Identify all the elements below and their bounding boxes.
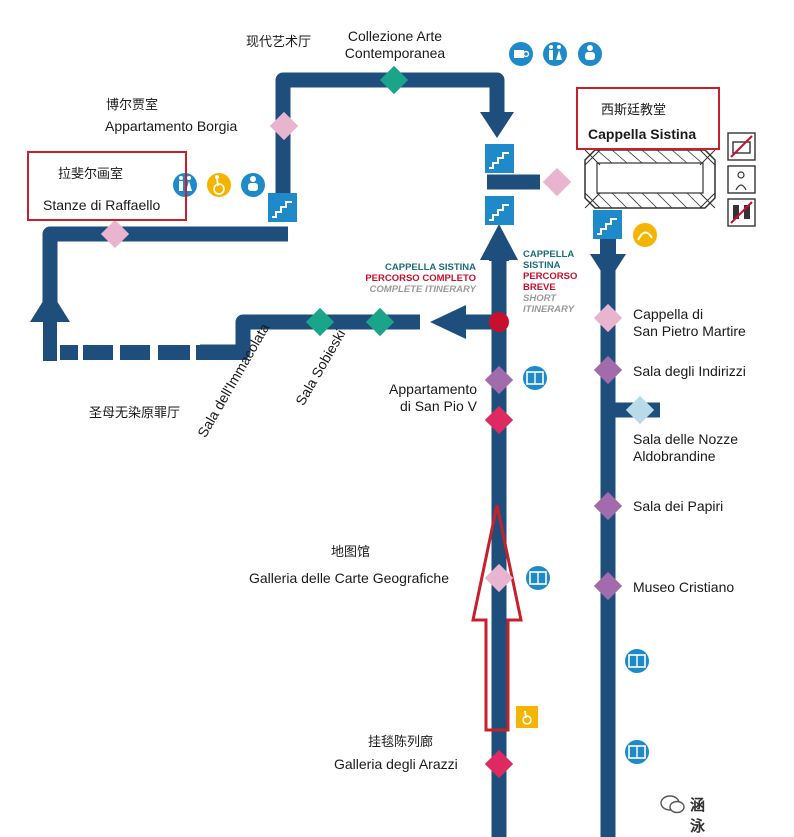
route-dashed xyxy=(43,318,246,361)
services-top xyxy=(509,42,602,66)
stairs-icons xyxy=(268,144,622,239)
route-short-en-2: ITINERARY xyxy=(523,304,575,315)
highlight-box-sistine xyxy=(576,87,720,150)
highlight-arrow xyxy=(471,504,523,732)
label-tapestry-cn: 挂毯陈列廊 xyxy=(368,734,434,749)
diamond-maps[interactable] xyxy=(484,563,514,593)
route-complete-legend: CAPPELLA SISTINA PERCORSO COMPLETO COMPL… xyxy=(340,262,476,295)
services-raphael xyxy=(173,173,265,197)
wheelchair-lift-icon xyxy=(516,706,538,728)
baby-change-icon xyxy=(578,42,602,66)
book-icon xyxy=(625,740,649,764)
label-sistine-it: Cappella Sistina xyxy=(588,126,697,142)
arrow-down-top xyxy=(480,112,514,138)
diamond-nozze[interactable] xyxy=(625,395,655,425)
route-short-en-1: SHORT xyxy=(523,293,557,304)
diamond-raphael[interactable] xyxy=(100,219,130,249)
label-modern-art-it: Collezione Arte Contemporanea xyxy=(344,28,446,61)
diamond-immacolata[interactable] xyxy=(305,307,335,337)
book-icon xyxy=(526,566,550,590)
route-top xyxy=(275,72,505,205)
no-photo-icon xyxy=(727,132,756,161)
highlight-box-raphael xyxy=(27,151,187,221)
restrooms-icon xyxy=(543,42,567,66)
route-raphael xyxy=(42,226,288,320)
book-icon xyxy=(523,366,547,390)
stairs-icon xyxy=(268,193,297,222)
diamond-san-pio-1[interactable] xyxy=(484,365,514,395)
label-papiri-it: Sala dei Papiri xyxy=(633,498,724,514)
stairs-icon xyxy=(593,210,622,239)
route-complete-title: CAPPELLA SISTINA xyxy=(385,262,476,273)
arrow-down-right xyxy=(590,254,626,282)
route-short-name-1: PERCORSO xyxy=(523,271,578,282)
label-nozze-it: Sala delle Nozze Aldobrandine xyxy=(633,431,739,464)
cafe-icon xyxy=(509,42,533,66)
route-complete-name: PERCORSO COMPLETO xyxy=(365,273,476,284)
diamond-cristiano[interactable] xyxy=(593,571,623,601)
stairs-icon xyxy=(485,196,514,225)
label-raphael-it: Stanze di Raffaello xyxy=(43,197,161,213)
route-short-title-2: SISTINA xyxy=(523,260,561,271)
label-modern-art-cn: 现代艺术厅 xyxy=(246,34,312,49)
route-short-legend: CAPPELLA SISTINA PERCORSO BREVE SHORT IT… xyxy=(523,249,577,315)
label-san-pio-it: Appartamento di San Pio V xyxy=(389,381,477,414)
diamond-san-pietro[interactable] xyxy=(593,303,623,333)
route-short-title-1: CAPPELLA xyxy=(523,249,575,260)
arrow-up-center xyxy=(480,224,518,260)
audio-guide-icon xyxy=(633,223,657,247)
diamond-sistine-link[interactable] xyxy=(542,167,572,197)
arrow-left-center xyxy=(430,305,466,339)
arrow-up-left xyxy=(30,290,70,322)
label-raphael-cn: 拉斐尔画室 xyxy=(58,166,124,181)
label-borgia-it: Appartamento Borgia xyxy=(105,118,238,134)
dress-code-icon xyxy=(727,198,756,227)
baby-change-icon xyxy=(241,173,265,197)
sistine-rules xyxy=(727,132,756,227)
route-complete-en: COMPLETE ITINERARY xyxy=(369,284,476,295)
diamond-borgia[interactable] xyxy=(269,111,299,141)
wheelchair-icon xyxy=(207,173,231,197)
label-sistine-cn: 西斯廷教堂 xyxy=(601,102,667,117)
route-arrows xyxy=(30,112,626,339)
watermark-text: 涵泳世界 xyxy=(690,796,706,835)
label-cristiano-it: Museo Cristiano xyxy=(633,579,735,595)
sistine-plan xyxy=(584,149,716,209)
route-junction-dot xyxy=(489,312,509,332)
route-short-name-2: BREVE xyxy=(523,282,556,293)
wechat-icon xyxy=(660,795,685,814)
label-indirizzi-it: Sala degli Indirizzi xyxy=(633,363,746,379)
diamond-papiri[interactable] xyxy=(593,491,623,521)
diamond-sobieski[interactable] xyxy=(365,307,395,337)
book-icon xyxy=(625,649,649,673)
label-tapestry-it: Galleria degli Arazzi xyxy=(334,756,458,772)
label-maps-it: Galleria delle Carte Geografiche xyxy=(249,570,449,586)
diamond-indirizzi[interactable] xyxy=(593,355,623,385)
diamond-modern-art[interactable] xyxy=(379,65,409,95)
label-san-pietro-it: Cappella di San Pietro Martire xyxy=(633,306,746,339)
diamond-san-pio-2[interactable] xyxy=(484,405,514,435)
stairs-icon xyxy=(485,144,514,173)
silence-icon xyxy=(727,165,756,194)
diamond-tapestry[interactable] xyxy=(484,749,514,779)
book-icons xyxy=(523,366,649,764)
label-immacolata-cn: 圣母无染原罪厅 xyxy=(89,405,181,420)
label-borgia-cn: 博尔贾室 xyxy=(106,97,159,112)
label-maps-cn: 地图馆 xyxy=(331,544,371,559)
